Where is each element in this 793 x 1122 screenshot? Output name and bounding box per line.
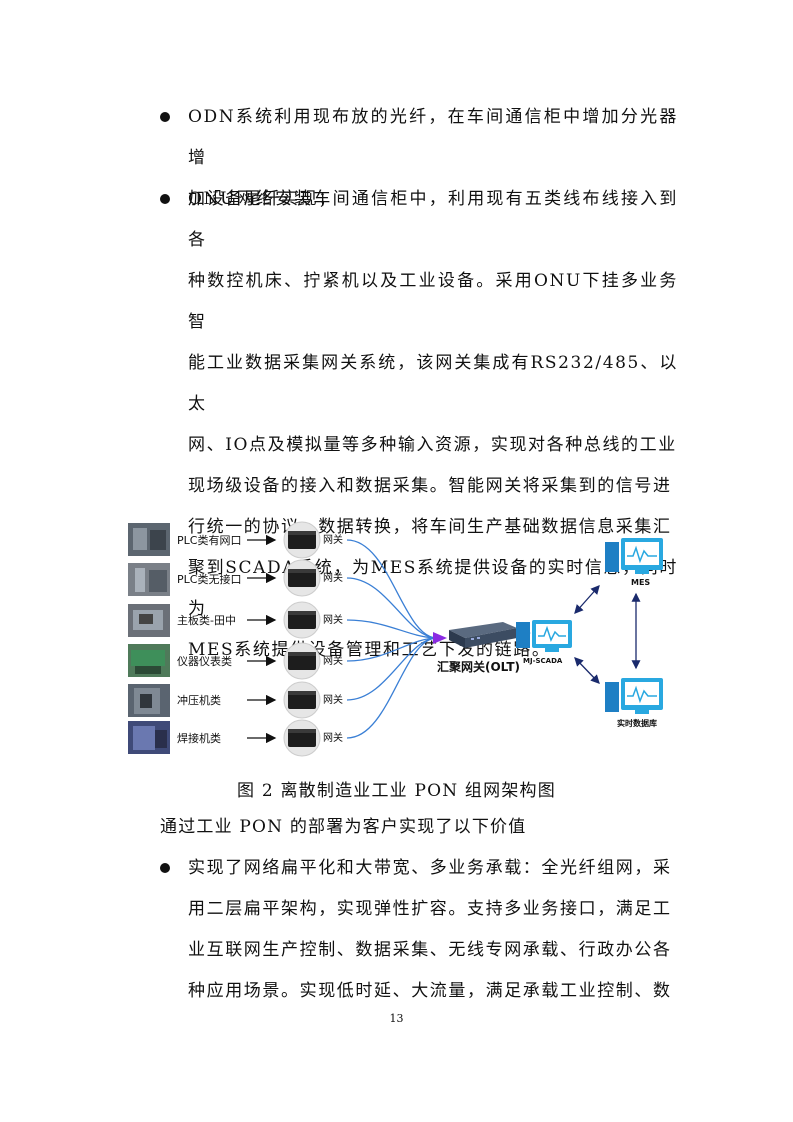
pon-architecture-diagram: PLC类有网口 网关 PLC类无接口 网关 主板类-田中 网关 (125, 518, 670, 758)
olt-arrow (433, 632, 447, 644)
fiber-links (346, 539, 438, 739)
bullet-text: 实现了网络扁平化和大带宽、多业务承载：全光纤组网，采 用二层扁平架构，实现弹性扩… (188, 848, 678, 1012)
bullet-dot (160, 112, 170, 122)
olt-label: 汇聚网关(OLT) (437, 659, 520, 674)
system-links (574, 585, 641, 684)
gateway-label: 网关 (323, 613, 343, 626)
text-line: 加设备尾纤实现； (188, 189, 337, 209)
device-row-4: 冲压机类 网关 (128, 681, 343, 719)
text-line: ONU网络安装车间通信柜中，利用现有五类线布线接入到各 (188, 189, 678, 250)
olt-device: 汇聚网关(OLT) (437, 622, 520, 674)
gateway-label: 网关 (323, 654, 343, 667)
device-row-2: 主板类-田中 网关 (128, 601, 343, 639)
figure-caption: 图 2 离散制造业工业 PON 组网架构图 (237, 781, 556, 801)
intro-paragraph: 通过工业 PON 的部署为客户实现了以下价值 (160, 817, 527, 837)
mes-label: MES (631, 578, 650, 587)
device-row-0: PLC类有网口 网关 (128, 521, 343, 559)
device-label: PLC类无接口 (177, 572, 241, 586)
page-number: 13 (389, 1012, 404, 1025)
gateway-label: 网关 (323, 533, 343, 546)
device-row-1: PLC类无接口 网关 (128, 559, 343, 597)
text-line: 业互联网生产控制、数据采集、无线专网承载、行政办公各 (188, 940, 672, 960)
text-line: 实现了网络扁平化和大带宽、多业务承载：全光纤组网，采 (188, 858, 672, 878)
device-row-3: 仪器仪表类 网关 (128, 642, 343, 680)
text-line: 用二层扁平架构，实现弹性扩容。支持多业务接口，满足工 (188, 899, 672, 919)
device-label: 冲压机类 (177, 693, 221, 707)
text-line: ODN系统利用现布放的光纤，在车间通信柜中增加分光器增 (188, 107, 678, 168)
text-line: 能工业数据采集网关系统，该网关集成有RS232/485、以太 (188, 353, 678, 414)
device-label: 仪器仪表类 (177, 654, 232, 668)
text-line: 现场级设备的接入和数据采集。智能网关将采集到的信号进 (188, 476, 672, 496)
device-row-5: 焊接机类 网关 (128, 719, 343, 757)
text-line: MES系统提供设备管理和工艺下发的链路。 (188, 640, 551, 660)
database-monitor-icon: 实时数据库 (605, 678, 663, 728)
gateway-label: 网关 (323, 731, 343, 744)
gateway-label: 网关 (323, 571, 343, 584)
text-line: 网、IO点及模拟量等多种输入资源，实现对各种总线的工业 (188, 435, 677, 455)
diagram-svg: PLC类有网口 网关 PLC类无接口 网关 主板类-田中 网关 (128, 521, 663, 757)
scada-label: MJ-SCADA (523, 657, 563, 665)
scada-monitor-icon: MJ-SCADA (516, 620, 572, 665)
device-label: 主板类-田中 (177, 613, 236, 627)
mes-monitor-icon: MES (605, 538, 663, 587)
database-label: 实时数据库 (617, 718, 657, 728)
gateway-label: 网关 (323, 693, 343, 706)
bullet-dot (160, 863, 170, 873)
device-label: PLC类有网口 (177, 533, 241, 547)
text-line: 种数控机床、拧紧机以及工业设备。采用ONU下挂多业务智 (188, 271, 678, 332)
device-label: 焊接机类 (177, 731, 221, 745)
text-line: 种应用场景。实现低时延、大流量，满足承载工业控制、数 (188, 981, 672, 1001)
bullet-text: ODN系统利用现布放的光纤，在车间通信柜中增加分光器增 加设备尾纤实现； (188, 97, 678, 220)
bullet-dot (160, 194, 170, 204)
